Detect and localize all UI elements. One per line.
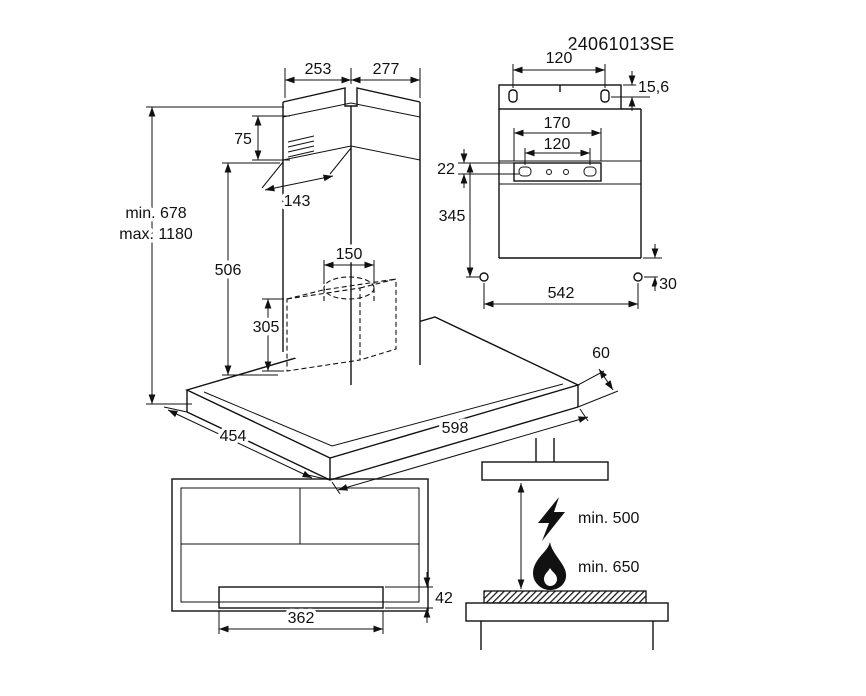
dim-hole-offset: 30 — [643, 244, 681, 297]
dim-vent-offset: 75 — [231, 115, 290, 161]
dim-bracket-offset: 22 — [434, 149, 519, 188]
chimney-height-label: 506 — [215, 262, 242, 279]
electric-clearance-label: min. 500 — [578, 510, 639, 527]
rear-mount-view: 120 15,6 170 120 — [434, 47, 681, 309]
dim-panel-depth: 42 — [385, 572, 457, 623]
upper-joint-line — [282, 102, 421, 118]
dim-holes-spacing: 542 — [483, 282, 639, 309]
inner-box-height-label: 305 — [253, 319, 280, 336]
dim-chimney-widths: 253 277 — [284, 58, 421, 98]
canopy-thickness-label: 60 — [592, 345, 610, 362]
hob-surface — [483, 590, 647, 604]
clearance-view: min. 500 min. 650 — [465, 438, 669, 650]
height-max-label: max. 1180 — [119, 226, 193, 243]
panel-depth-label: 42 — [435, 590, 453, 607]
chimney-depth-label: 143 — [284, 193, 311, 210]
vent-grille-icon — [287, 135, 315, 158]
dim-chimney-height: 506 — [211, 162, 280, 376]
hole-offset-label: 30 — [659, 276, 677, 293]
mount-bracket — [513, 162, 602, 182]
dim-chimney-depth: 143 — [261, 147, 352, 214]
dim-top-offset: 15,6 — [611, 71, 673, 111]
height-min-label: min. 678 — [125, 205, 186, 222]
dim-slot-spacing: 120 — [524, 133, 591, 165]
bottom-view: 42 362 — [171, 478, 457, 634]
front-3d-view: 253 277 75 143 min. 678 max. 1180 — [116, 58, 619, 495]
counter — [465, 602, 669, 622]
plate-slot-right — [600, 89, 610, 103]
dim-canopy-width: 598 — [331, 408, 589, 495]
gas-clearance-label: min. 650 — [578, 559, 639, 576]
top-offset-label: 15,6 — [638, 79, 669, 96]
dim-top-holes: 120 — [512, 47, 606, 88]
lower-joint-line — [282, 145, 421, 161]
dim-canopy-depth: 454 — [163, 406, 331, 481]
inner-box-dashed — [286, 278, 397, 372]
canopy-depth-label: 454 — [220, 428, 247, 445]
panel-width-label: 362 — [288, 610, 315, 627]
filter-panel — [218, 586, 384, 609]
vent-offset-label: 75 — [234, 131, 252, 148]
chimney-width-right-label: 277 — [373, 61, 400, 78]
dim-duct-diameter: 150 — [323, 243, 375, 284]
cooktop — [465, 590, 669, 650]
dim-bracket-width: 170 — [513, 112, 602, 161]
dim-panel-width: 362 — [218, 607, 384, 634]
chimney — [282, 87, 421, 385]
dim-mount-height: 345 — [435, 163, 480, 278]
dim-canopy-thickness: 60 — [577, 342, 619, 408]
chimney-width-left-label: 253 — [305, 61, 332, 78]
wall-hole-left — [479, 272, 489, 282]
bracket-offset-label: 22 — [437, 161, 455, 178]
mount-height-label: 345 — [439, 208, 466, 225]
bracket-width-label: 170 — [544, 115, 571, 132]
mount-body — [498, 108, 642, 259]
hood-outline — [171, 478, 429, 612]
dim-overall-height: min. 678 max. 1180 — [116, 106, 284, 405]
plate-slot-left — [508, 89, 518, 103]
slot-spacing-label: 120 — [544, 136, 571, 153]
dim-inner-height: 305 — [249, 298, 284, 372]
wall-hole-right — [633, 272, 643, 282]
hood-silhouette — [481, 438, 609, 481]
lightning-icon — [538, 497, 565, 541]
canopy-width-label: 598 — [442, 420, 469, 437]
flame-icon — [533, 542, 567, 590]
product-code: 24061013SE — [567, 34, 674, 54]
top-holes-label: 120 — [546, 50, 573, 67]
duct-dashed — [323, 276, 375, 301]
holes-spacing-label: 542 — [548, 285, 575, 302]
duct-diameter-label: 150 — [336, 246, 363, 263]
